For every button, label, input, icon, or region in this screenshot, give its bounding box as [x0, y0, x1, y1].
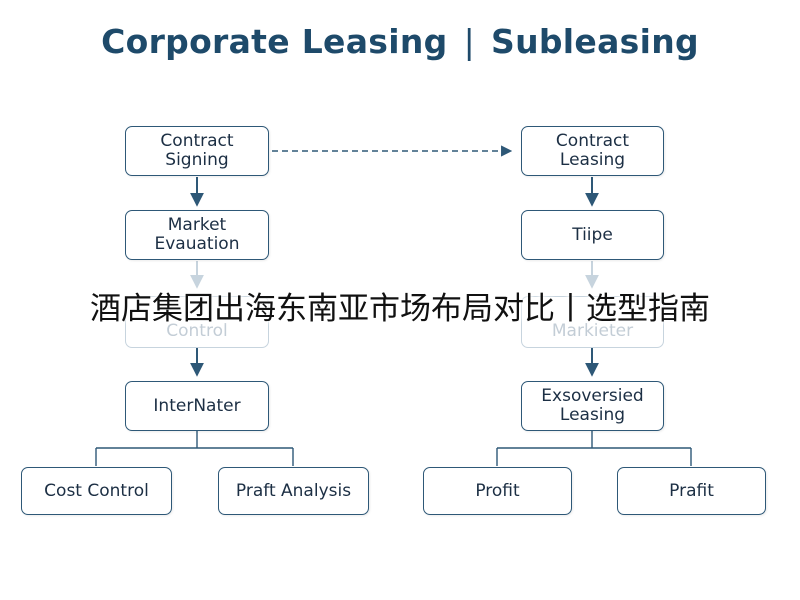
right-type-box: Tiipe — [521, 210, 664, 260]
right-exsoversied-leasing-box: Exsoversied Leasing — [521, 381, 664, 431]
right-profit-box: Profit — [423, 467, 572, 515]
right-prafit-label: Prafit — [669, 480, 714, 501]
left-internater-box: InterNater — [125, 381, 269, 431]
right-exsoversied-leasing-label: Exsoversied Leasing — [541, 386, 644, 425]
right-type-label: Tiipe — [572, 224, 613, 245]
overlay-caption: 酒店集团出海东南亚市场布局对比丨选型指南 — [90, 290, 710, 327]
title-right: Subleasing — [491, 22, 699, 61]
left-branch-lines — [95, 431, 294, 466]
left-control-box: Control — [125, 296, 269, 348]
right-contract-leasing-label: Contract Leasing — [555, 131, 630, 170]
left-market-evaluation-label: Market Evauation — [154, 215, 240, 254]
right-marketer-label: Markieter — [551, 320, 634, 341]
left-contract-signing-label: Contract Signing — [160, 131, 234, 170]
title-left: Corporate Leasing — [101, 22, 448, 61]
right-profit-label: Profit — [475, 480, 520, 501]
right-branch-lines — [496, 431, 692, 466]
left-contract-signing-box: Contract Signing — [125, 126, 269, 176]
left-profit-analysis-box: Praft Analysis — [218, 467, 369, 515]
right-prafit-box: Prafit — [617, 467, 766, 515]
right-marketer-box: Markieter — [521, 296, 664, 348]
left-cost-control-box: Cost Control — [21, 467, 172, 515]
left-control-label: Control — [166, 320, 228, 341]
left-profit-analysis-label: Praft Analysis — [235, 480, 352, 501]
left-internater-label: InterNater — [153, 395, 241, 416]
right-contract-leasing-box: Contract Leasing — [521, 126, 664, 176]
title-separator: | — [463, 22, 475, 61]
left-cost-control-label: Cost Control — [44, 480, 149, 501]
left-market-evaluation-box: Market Evauation — [125, 210, 269, 260]
diagram-title: Corporate Leasing | Subleasing — [0, 22, 800, 61]
